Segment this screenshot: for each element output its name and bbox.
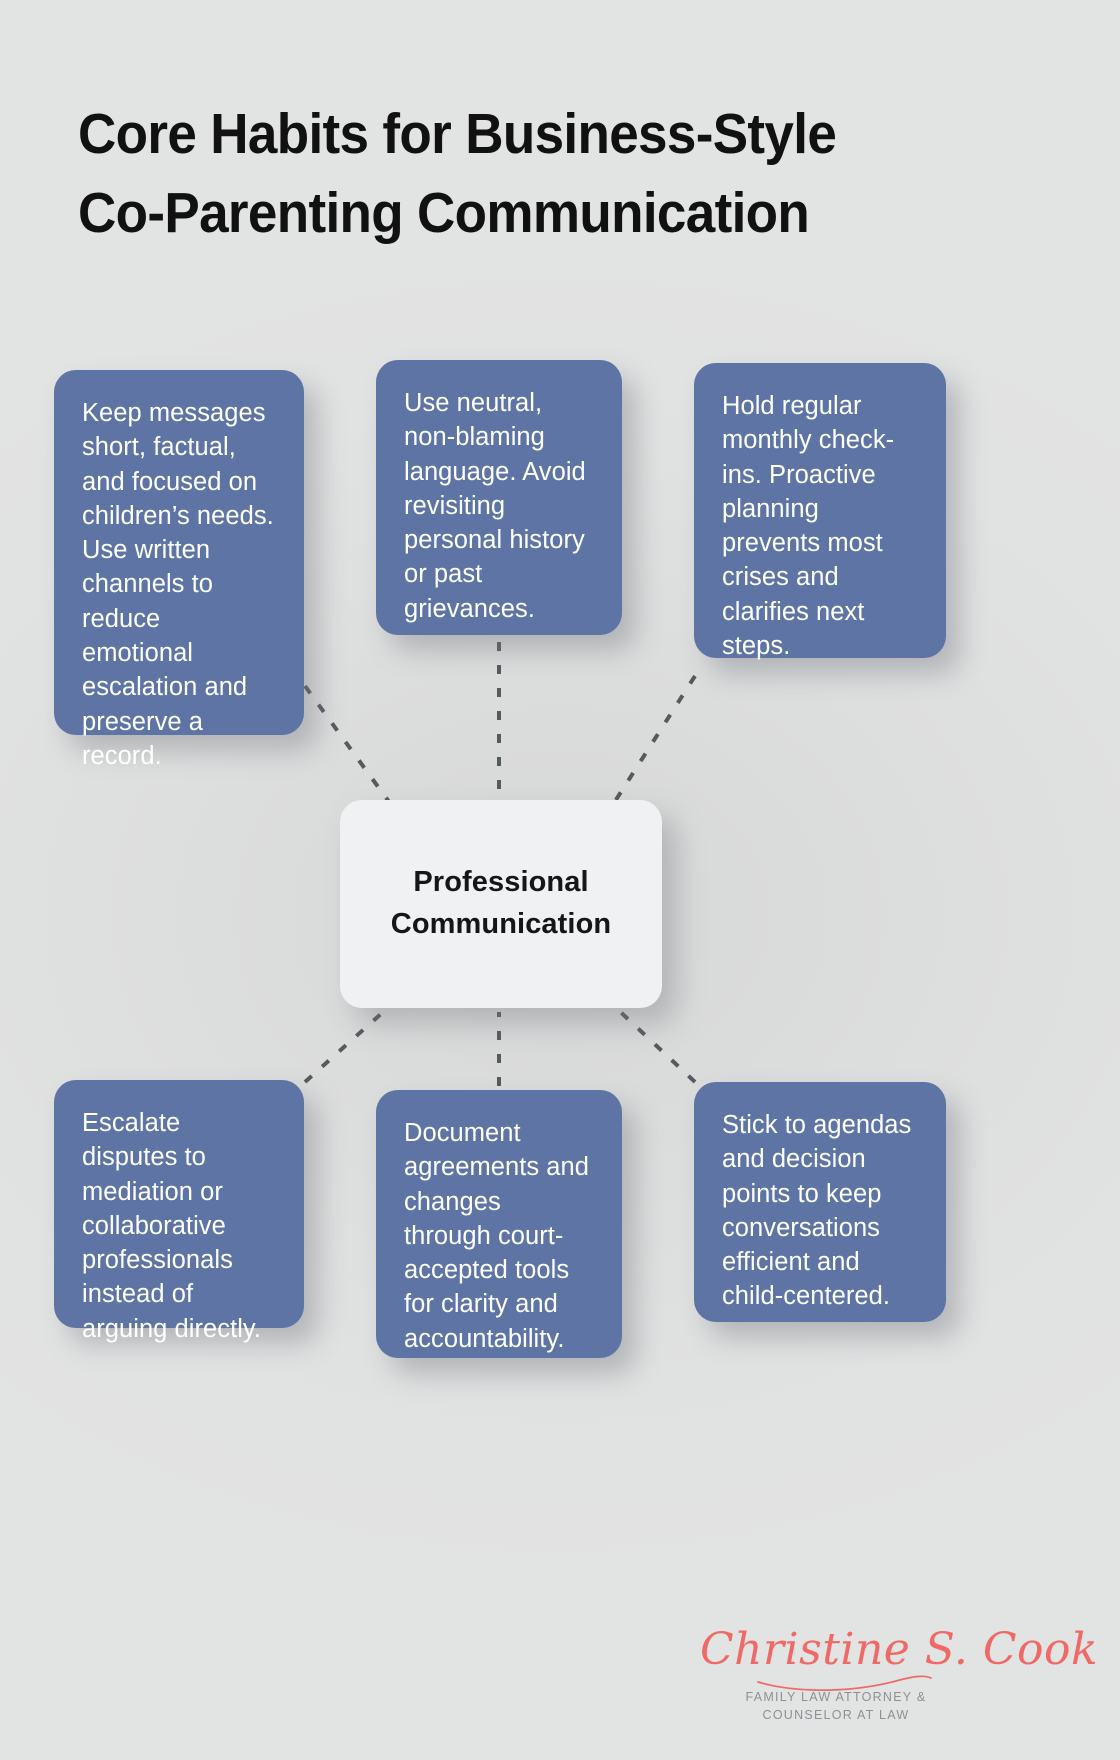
central-hub-node: Professional Communication [340,800,662,1008]
habit-card-text: Escalate disputes to mediation or collab… [82,1109,261,1343]
central-hub-label: Professional Communication [390,866,612,940]
logo-swash-flourish [757,1675,932,1691]
brand-logo: Christine S. Cook FAMILY LAW ATTORNEY & … [700,1624,1099,1730]
habit-card-text: Stick to agendas and decision points to … [722,1111,912,1311]
habit-card-bottom-right: Stick to agendas and decision points to … [694,1082,946,1322]
page-title: Core Habits for Business-Style Co-Parent… [78,102,837,245]
brand-name-script: Christine S. Cook [700,1624,1099,1675]
habit-card-bottom-middle: Document agreements and changes through … [376,1090,622,1358]
habit-card-text: Keep messages short, factual, and focuse… [82,399,274,770]
connector-top-right [610,674,697,808]
connector-bottom-left [303,1002,394,1084]
habit-card-bottom-left: Escalate disputes to mediation or collab… [54,1080,304,1343]
connector-top-left [303,684,394,808]
habit-card-text: Hold regular monthly check-ins. Proactiv… [722,392,895,661]
habit-card-top-right: Hold regular monthly check-ins. Proactiv… [694,363,946,661]
habit-card-top-middle: Use neutral, non-blaming language. Avoid… [376,360,622,635]
habit-card-text: Use neutral, non-blaming language. Avoid… [404,389,586,623]
habit-card-top-left: Keep messages short, factual, and focuse… [54,370,304,770]
connector-bottom-right [610,1002,697,1084]
habit-card-text: Document agreements and changes through … [404,1119,589,1353]
brand-tagline: FAMILY LAW ATTORNEY & COUNSELOR AT LAW [745,1690,927,1723]
